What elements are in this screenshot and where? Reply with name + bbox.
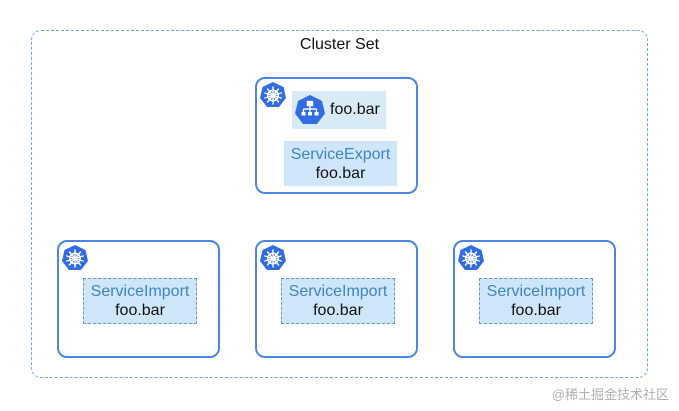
cluster-member-3: ServiceImport foo.bar — [453, 240, 616, 358]
service-import-name: foo.bar — [313, 302, 363, 319]
kubernetes-icon — [260, 82, 286, 107]
kubernetes-icon — [62, 245, 88, 270]
service-import-kind: ServiceImport — [90, 283, 190, 300]
kubernetes-icon — [458, 245, 484, 270]
cluster-set-boundary — [31, 30, 648, 378]
service-import: ServiceImport foo.bar — [83, 278, 197, 324]
service-import-kind: ServiceImport — [288, 283, 388, 300]
service-import: ServiceImport foo.bar — [479, 278, 593, 324]
service-export: ServiceExport foo.bar — [284, 141, 397, 186]
service-export-name: foo.bar — [315, 165, 366, 182]
cluster-member-2: ServiceImport foo.bar — [255, 240, 418, 358]
kubernetes-icon — [260, 245, 286, 270]
service-node: foo.bar — [292, 91, 386, 129]
watermark: @稀土掘金技术社区 — [551, 387, 669, 402]
service-import: ServiceImport foo.bar — [281, 278, 395, 324]
service-label: foo.bar — [330, 101, 380, 118]
cluster-member-1: ServiceImport foo.bar — [57, 240, 220, 358]
cluster-set-title: Cluster Set — [299, 36, 380, 53]
k8s-service-icon — [295, 95, 325, 124]
service-import-name: foo.bar — [511, 302, 561, 319]
cluster-primary: foo.bar ServiceExport foo.bar — [255, 77, 418, 194]
service-import-kind: ServiceImport — [486, 283, 586, 300]
service-export-kind: ServiceExport — [290, 146, 391, 163]
service-import-name: foo.bar — [115, 302, 165, 319]
